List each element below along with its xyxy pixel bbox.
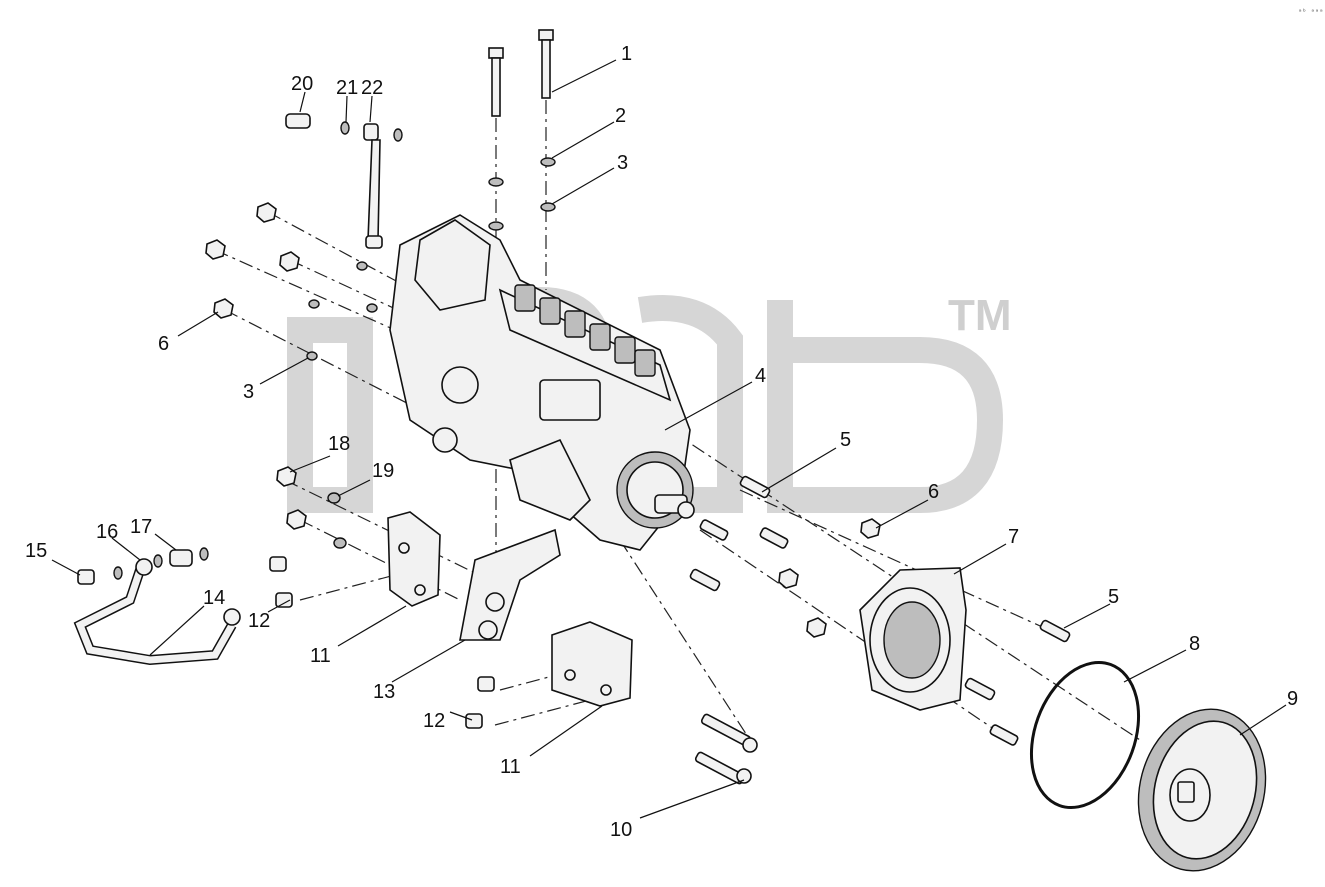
callout-3-left: 3 [243,381,254,403]
callout-14: 14 [203,587,225,609]
bolt-1a [488,47,504,117]
bolt-1b [538,29,554,99]
callout-21: 21 [336,77,358,99]
drive-gear [1137,708,1267,872]
callout-19: 19 [372,460,394,482]
callout-12-upper: 12 [248,610,270,632]
bolts-12 [269,556,495,729]
callout-5-right: 5 [1108,586,1119,608]
nuts [205,202,881,638]
bracket-11-lower [551,621,633,707]
callout-2: 2 [615,105,626,127]
bolts-10 [694,713,758,785]
callout-17: 17 [130,516,152,538]
callout-9: 9 [1287,688,1298,710]
studs-5 [689,475,1071,746]
callout-8: 8 [1189,633,1200,655]
leader-lines [51,59,1287,819]
callout-12-lower: 12 [423,710,445,732]
adapter-housing [859,567,967,711]
trademark-text: TM [948,291,1012,340]
callout-22: 22 [361,77,383,99]
breather-pipe [285,113,403,249]
callout-11-lower: 11 [500,756,521,778]
injection-pump [389,214,695,551]
callout-10: 10 [610,819,632,841]
callout-18: 18 [328,433,350,455]
pump-delivery-valves [514,284,656,377]
bracket-11-upper [387,511,441,607]
callout-4: 4 [755,365,766,387]
callout-7: 7 [1008,526,1019,548]
callout-16: 16 [96,521,118,543]
callout-5-upper: 5 [840,429,851,451]
callout-3-upper: 3 [617,152,628,174]
callout-20: 20 [291,73,313,95]
o-ring [1029,660,1141,810]
callout-6-right: 6 [928,481,939,503]
corner-code: ᵃᵇ ᵃᵃᵃ [1298,8,1323,16]
fuel-pipe-assembly [73,547,241,666]
callout-11-upper: 11 [310,645,331,667]
washers [306,157,556,549]
bracket-13 [459,528,561,641]
callout-15: 15 [25,540,47,562]
callout-1: 1 [621,43,632,65]
callout-13: 13 [373,681,395,703]
callout-6-left: 6 [158,333,169,355]
callouts: 1 2 3 4 5 6 3 6 7 5 8 9 10 11 11 12 12 1… [25,43,1298,841]
